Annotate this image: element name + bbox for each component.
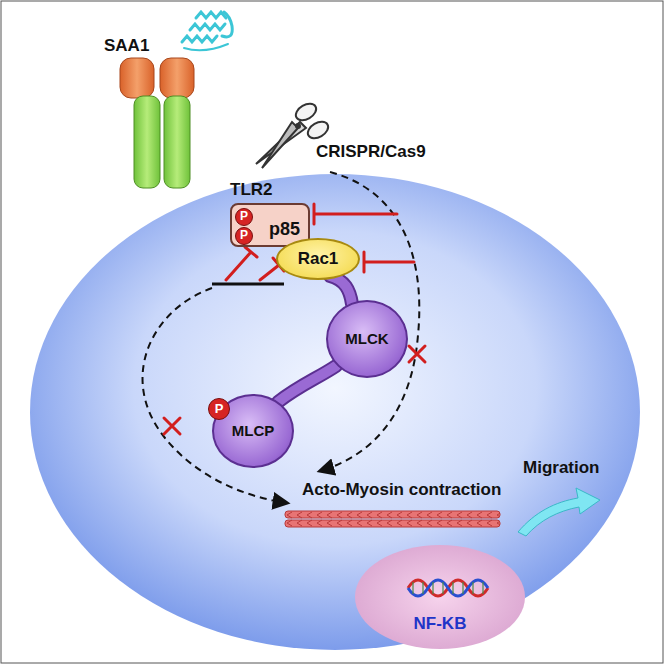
inhibition-lines (226, 204, 414, 280)
filament (285, 511, 500, 527)
tool-label: CRISPR/Cas9 (316, 142, 426, 162)
migration-arrow (518, 488, 600, 536)
outcome-label: Migration (523, 458, 600, 478)
gtpase-ellipse: Rac1 (276, 238, 360, 280)
node-text: P (215, 402, 224, 416)
process-label: Acto-Myosin contraction (302, 480, 501, 500)
node-text: Rac1 (298, 250, 339, 269)
node-text: MLCP (232, 423, 275, 440)
cell (30, 174, 640, 650)
node-text: P (240, 210, 248, 223)
node-text: P (240, 229, 248, 242)
inhibitor-bar (212, 283, 284, 286)
receptor (120, 58, 194, 188)
kinase-circle: MLCK (326, 300, 408, 378)
protein (182, 12, 232, 50)
phospho-circle: P (235, 208, 253, 226)
phospho-circle: P (235, 227, 253, 245)
node-text: p85 (269, 220, 300, 240)
receptor-label: TLR2 (230, 180, 273, 200)
nucleus-shape (355, 545, 525, 649)
dashed-arrow (320, 172, 419, 471)
node-text: MLCK (345, 331, 388, 348)
node-text: NF-KB (414, 615, 467, 634)
nucleus: NF-KB (370, 605, 510, 643)
phosphatase-circle: MLCP P (212, 394, 294, 468)
dna (408, 580, 488, 596)
ligand-label: SAA1 (104, 36, 149, 56)
phospho-circle: P (208, 398, 230, 420)
